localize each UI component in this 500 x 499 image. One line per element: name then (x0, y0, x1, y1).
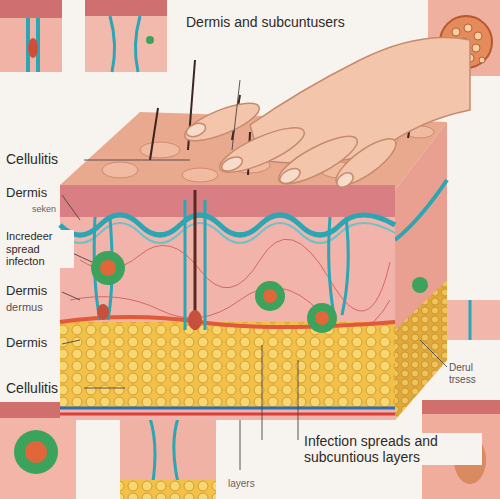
part-label: layers (226, 478, 257, 490)
part-label: Derul trsess (447, 362, 497, 385)
part-label: Incredeer spread infecton (4, 230, 74, 268)
part-label: seken (30, 204, 58, 214)
part-label: Cellulitis (4, 380, 60, 396)
leader-line (62, 80, 450, 470)
part-label: Dermis (4, 336, 49, 351)
infection-cluster (91, 251, 428, 333)
part-label: Infection spreads and subcuntious layers (302, 433, 482, 465)
heading: Dermis and subcuntusers (184, 14, 358, 30)
part-label: Dermis (4, 186, 49, 201)
part-label: Cellulitis (4, 151, 60, 167)
hand (180, 38, 470, 193)
part-label: Dermis (4, 284, 49, 299)
part-label: dermus (4, 301, 45, 314)
